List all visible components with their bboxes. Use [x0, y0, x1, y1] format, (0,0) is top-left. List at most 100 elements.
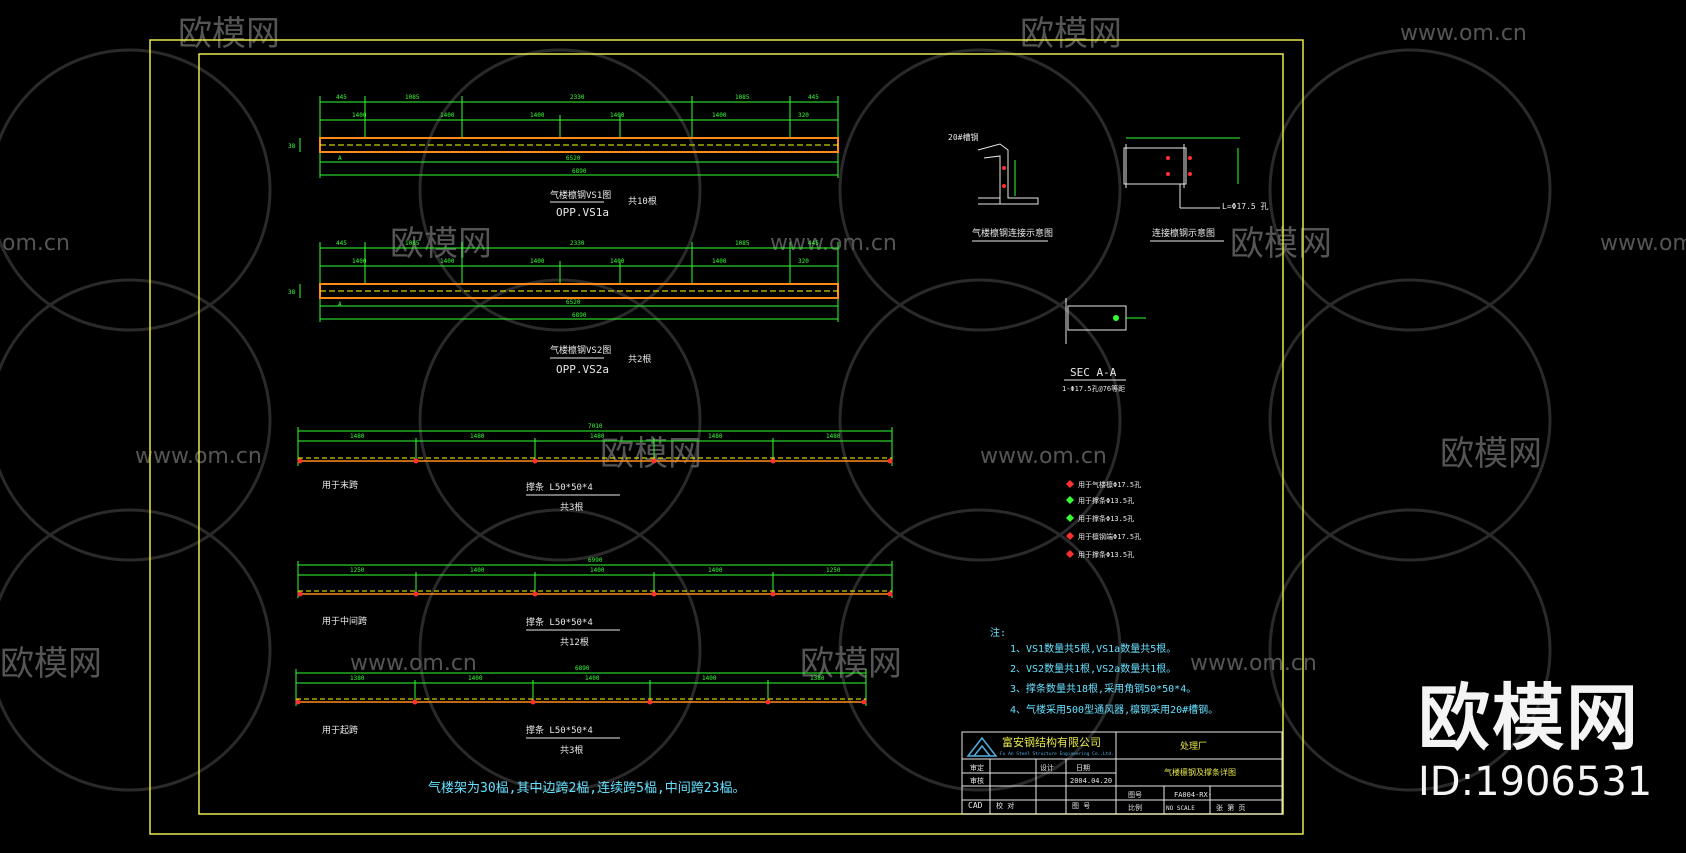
watermark-brand: 欧模网: [0, 644, 102, 684]
tb-row3-c: 图 号: [1072, 802, 1090, 810]
vs1-qty: 共10根: [628, 195, 657, 207]
general-notes: 注: 1、VS1数量共5根,VS1a数量共5根。 2、VS2数量共1根,VS2a…: [990, 626, 1218, 716]
vs1-dim-mid-2: 1400: [440, 112, 455, 119]
legend-item: 用于撑条Φ13.5孔: [1066, 496, 1134, 505]
watermark-url: www.om.cn: [770, 231, 897, 256]
watermark-brand: 欧模网: [390, 224, 492, 264]
brace-3: 6890 1380 1400 1400 1400 1380 用于起跨 撑条 L5…: [295, 665, 867, 756]
company-logo-icon: [966, 736, 998, 757]
vs1-dim-mid-5: 1400: [712, 112, 727, 119]
vs1-dim-mid-3: 1400: [530, 112, 545, 119]
brace-3-dim-4: 1400: [702, 675, 717, 682]
hole-legend: 用于气楼檩Φ17.5孔 用于撑条Φ13.5孔 用于撑条Φ13.5孔 用于檩钢端Φ…: [1066, 480, 1141, 559]
watermark-brand: 欧模网: [600, 434, 702, 474]
company-name: 富安钢结构有限公司: [1002, 735, 1101, 749]
legend-item-label: 用于檩钢端Φ17.5孔: [1078, 532, 1141, 541]
detail-connection: 20#槽钢 气楼檩钢连接示意图: [948, 132, 1053, 242]
vs1-dim-mid-4: 1400: [610, 112, 625, 119]
vs2-sub: OPP.VS2a: [556, 363, 609, 376]
watermark-brand: 欧模网: [1230, 224, 1332, 264]
vs2-dim-mid-4: 1400: [610, 258, 625, 265]
brace-2-qty: 共12根: [560, 636, 589, 648]
brace-1-qty: 共3根: [560, 501, 583, 513]
brace-1-dim-4: 1480: [708, 433, 723, 440]
legend-item-label: 用于撑条Φ13.5孔: [1078, 496, 1134, 505]
watermark-url: www.om.cn: [350, 651, 477, 676]
beam-vs1: 445 1085 2330 1085 445 1400 1400 1400 14…: [288, 94, 839, 219]
vs2-dim-top-1: 445: [336, 240, 347, 247]
vs1-section: 38: [288, 143, 296, 150]
brace-3-use: 用于起跨: [322, 725, 358, 736]
vs1-title: 气楼檩钢VS1图: [550, 189, 611, 201]
vs1-dim-mid-1: 1400: [352, 112, 367, 119]
tb-row1-c: 日期: [1076, 764, 1090, 772]
vs1-end-mark: A: [338, 155, 342, 162]
tb-drawing-no-label: 图号: [1128, 791, 1142, 799]
brace-1: 7010 1480 1480 1480 1480 1480 用于末跨 撑条 L5…: [297, 423, 893, 513]
note-item: 2、VS2数量共1根,VS2a数量共1根。: [1010, 662, 1176, 675]
section-aa-sub: 1-Φ17.5孔@76等距: [1062, 384, 1125, 393]
brace-1-overall: 7010: [588, 423, 603, 430]
vs2-dim-mid-6: 320: [798, 258, 809, 265]
watermark-brand: 欧模网: [800, 644, 902, 684]
vs1-dim-top-2: 1085: [405, 94, 420, 101]
vs2-qty: 共2根: [628, 353, 651, 365]
brand-overlay-id: ID:1906531: [1418, 759, 1653, 805]
vs2-dim-top-4: 1085: [735, 240, 750, 247]
note-item: 1、VS1数量共5根,VS1a数量共5根。: [1010, 642, 1176, 655]
vs2-dim-mid-2: 1400: [440, 258, 455, 265]
outer-frame: [149, 39, 1304, 835]
tb-scale-label: 比例: [1128, 803, 1142, 812]
drawing-name: 气楼檩钢及撑条详图: [1164, 767, 1236, 777]
tb-drawing-no: FA004-RX-: [1174, 791, 1212, 799]
detail-section-aa: SEC A-A 1-Φ17.5孔@76等距: [1062, 298, 1146, 393]
tb-row2-a: 审核: [970, 776, 984, 785]
tb-scale: NO SCALE: [1166, 805, 1195, 812]
brand-overlay: 欧模网 ID:1906531: [1418, 678, 1680, 818]
brace-2-dim-4: 1400: [708, 567, 723, 574]
brace-2-dim-5: 1250: [826, 567, 841, 574]
brace-2-dim-1: 1250: [350, 567, 365, 574]
legend-item: 用于气楼檩Φ17.5孔: [1066, 480, 1141, 489]
notes-heading: 注:: [990, 626, 1006, 639]
brace-1-use: 用于末跨: [322, 479, 358, 491]
vs1-dim-top-1: 445: [336, 94, 347, 101]
detail-joint: L=Φ17.5 孔 连接檩钢示意图: [1123, 137, 1269, 242]
vs1-overall-2: 6890: [572, 168, 587, 175]
watermark-url: www.om.cn: [980, 444, 1107, 469]
tb-row1-b: 设计: [1040, 763, 1054, 772]
brace-3-qty: 共3根: [560, 744, 583, 756]
beam-vs2: 445 1085 2330 1085 445 1400 1400 1400 14…: [288, 240, 839, 376]
brace-3-overall: 6890: [575, 665, 590, 672]
watermark-url: www.om.cn: [1600, 231, 1686, 256]
vs1-dim-mid-6: 320: [798, 112, 809, 119]
watermark-url: www.om.cn: [1190, 651, 1317, 676]
vs2-dim-top-5: 445: [808, 240, 819, 247]
vs2-overall-2: 6890: [572, 312, 587, 319]
brace-1-dim-2: 1480: [470, 433, 485, 440]
detail-1-title: 气楼檩钢连接示意图: [972, 227, 1053, 239]
tb-row1-a: 审定: [970, 763, 984, 772]
watermark-layer: 欧模网 欧模网 www.om.cn om.cn 欧模网 www.om.cn 欧模…: [0, 14, 1686, 684]
company-name-en: Fu An Steel Structure Engineering Co.,Lt…: [1000, 751, 1114, 757]
legend-item: 用于撑条Φ13.5孔: [1066, 514, 1134, 523]
project-name: 处理厂: [1180, 740, 1207, 752]
vs2-dim-mid-1: 1400: [352, 258, 367, 265]
brace-3-dim-3: 1400: [585, 675, 600, 682]
tb-row3-b: 校 对: [996, 801, 1014, 810]
brace-2-overall: 6990: [588, 557, 603, 564]
note-item: 3、撑条数量共18根,采用角钢50*50*4。: [1010, 682, 1196, 695]
vs2-dim-top-2: 1085: [405, 240, 420, 247]
vs1-dim-top-3: 2330: [570, 94, 585, 101]
vs2-end-mark: A: [338, 301, 342, 308]
title-block: 富安钢结构有限公司 Fu An Steel Structure Engineer…: [961, 731, 1283, 815]
vs2-dim-mid-3: 1400: [530, 258, 545, 265]
brace-1-dim-1: 1480: [350, 433, 365, 440]
vs2-title: 气楼檩钢VS2图: [550, 344, 611, 356]
section-aa-title: SEC A-A: [1070, 366, 1117, 379]
legend-item: 用于撑条Φ13.5孔: [1066, 550, 1134, 559]
summary-note: 气楼架为30榀,其中边跨2榀,连续跨5榀,中间跨23榀。: [428, 780, 745, 796]
inner-frame: [198, 53, 1284, 815]
brace-2-title: 撑条 L50*50*4: [526, 616, 593, 628]
